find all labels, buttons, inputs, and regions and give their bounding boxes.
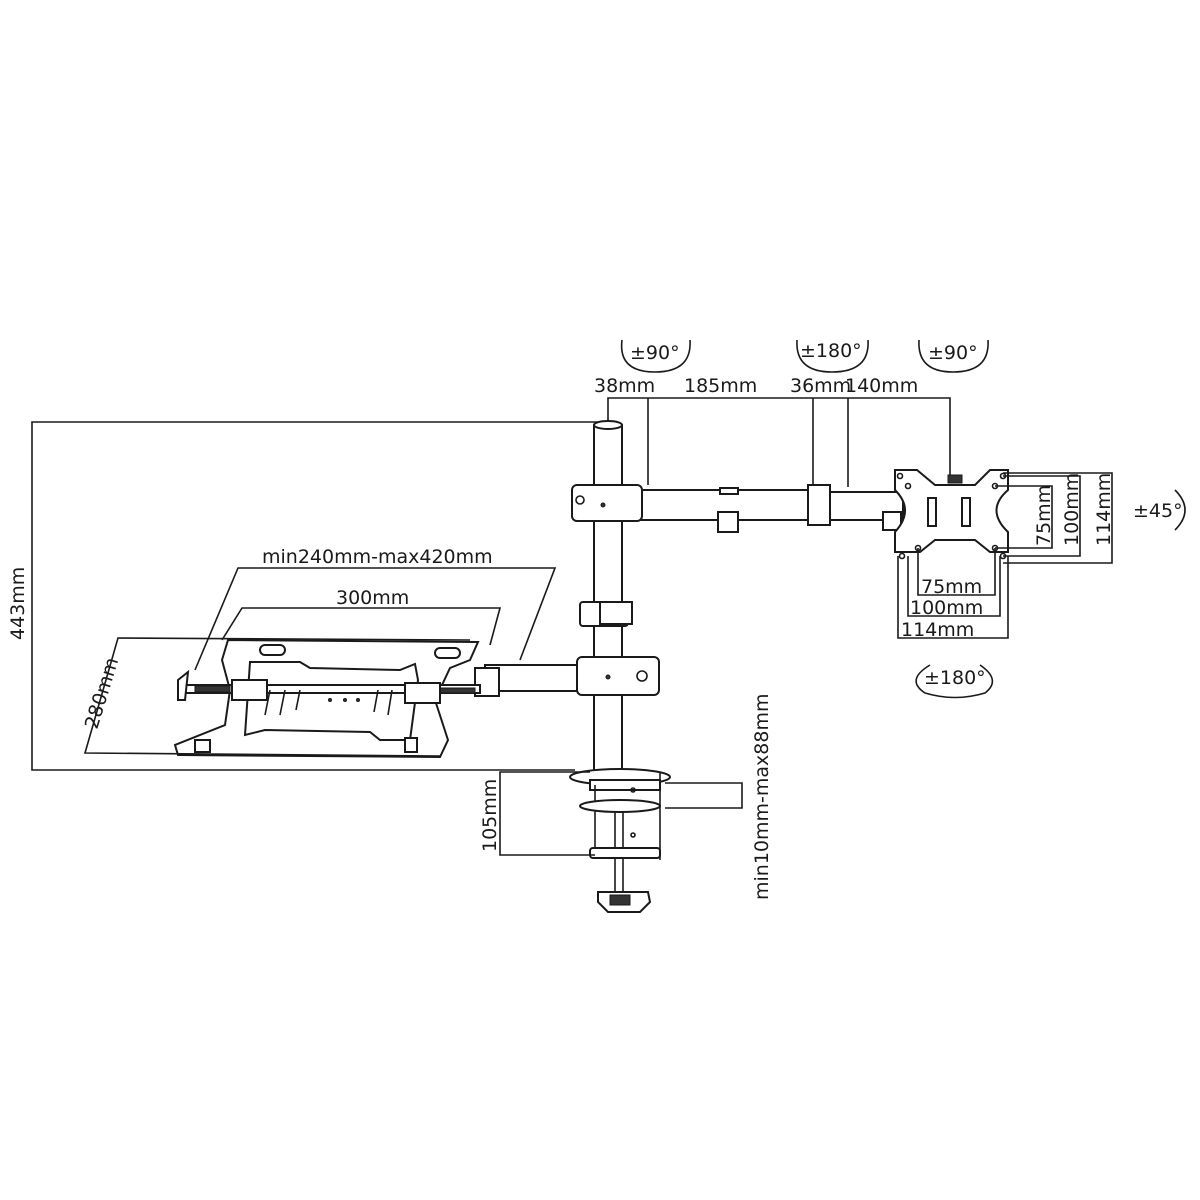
vesa-h-100: 100mm [910, 597, 983, 619]
arm-dimension-lines: 38mm 185mm 36mm 140mm [594, 375, 951, 487]
vesa-h-114: 114mm [901, 619, 974, 641]
clamp-height-label: 105mm [479, 779, 501, 852]
rotation-tilt: ±45° [1133, 500, 1183, 522]
rotation-arm-joint: ±180° [800, 340, 862, 362]
rotation-indicators: ±90° ±180° ±90° ±45° ±180° [620, 339, 1186, 699]
height-dimension: 443mm [7, 421, 608, 771]
arm2-length-label: 140mm [845, 375, 918, 397]
desk-clamp [569, 768, 671, 913]
laptop-tray [173, 638, 481, 759]
height-label: 443mm [7, 567, 29, 640]
arm1-length-label: 185mm [684, 375, 757, 397]
pole [579, 420, 633, 776]
joint-label: 36mm [790, 375, 851, 397]
vesa-h-75: 75mm [921, 576, 982, 598]
rotation-arm-base: ±90° [630, 342, 680, 364]
tray-width-range-label: min240mm-max420mm [262, 546, 493, 568]
vesa-plate [894, 469, 1009, 560]
vesa-v-75: 75mm [1033, 485, 1055, 546]
vesa-vertical-dimensions: 75mm 100mm 114mm [995, 472, 1115, 564]
clamp-dimensions: 105mm min10mm-max88mm [479, 694, 773, 900]
lower-arm [474, 656, 660, 697]
rotation-rotation: ±180° [924, 667, 986, 689]
vesa-v-100: 100mm [1061, 473, 1083, 546]
desk-thickness-label: min10mm-max88mm [751, 694, 773, 900]
vesa-horizontal-dimensions: 75mm 100mm 114mm [897, 548, 1009, 641]
tray-width-label: 300mm [336, 587, 409, 609]
tray-depth-label: 280mm [81, 655, 123, 732]
upper-arm [571, 484, 904, 533]
rotation-head-swivel: ±90° [928, 342, 978, 364]
vesa-v-114: 114mm [1093, 473, 1115, 546]
pole-diameter-label: 38mm [594, 375, 655, 397]
